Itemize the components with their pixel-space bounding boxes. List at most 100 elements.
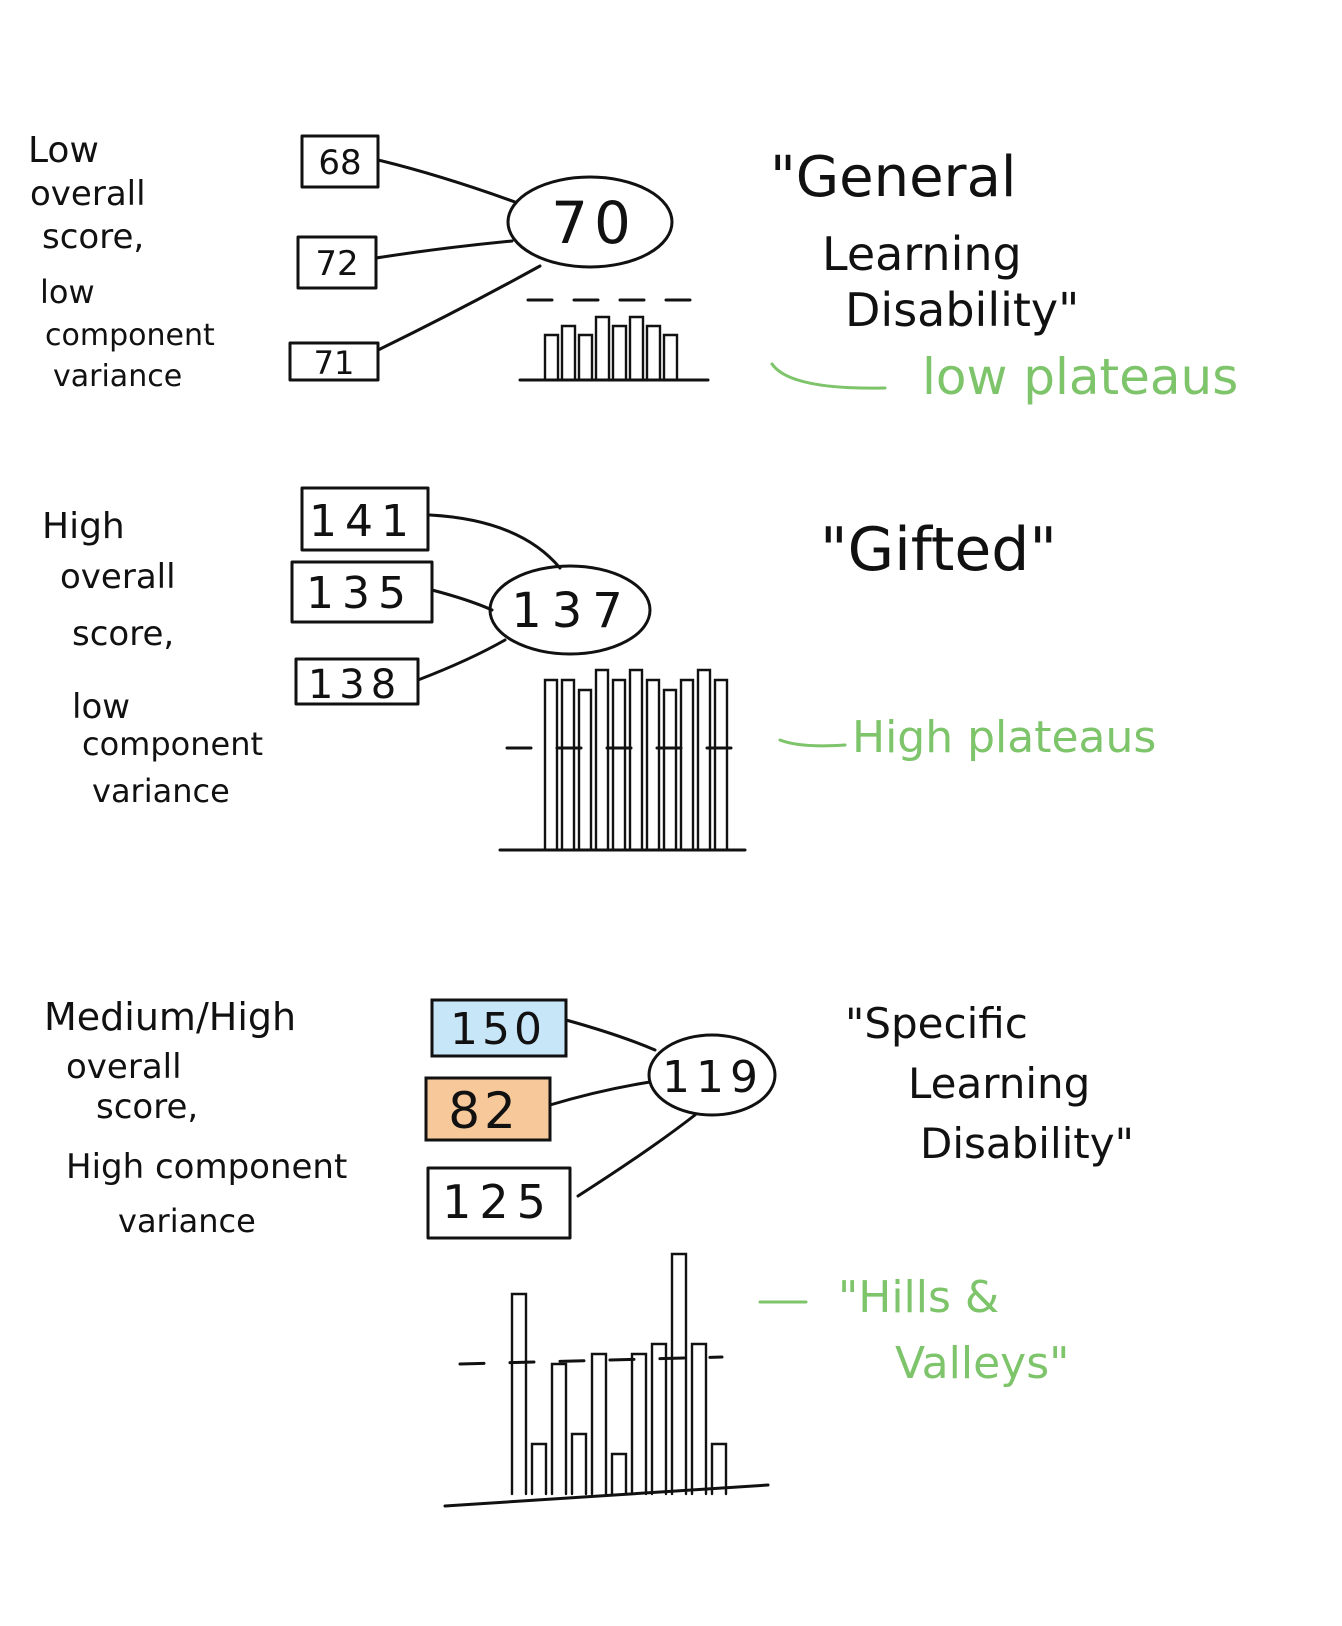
bar: [662, 333, 679, 382]
connectors: [548, 1018, 697, 1198]
pattern-label: low plateaus: [922, 348, 1238, 406]
bar: [550, 1362, 568, 1496]
bar: [543, 678, 559, 852]
pattern-pointer: [778, 738, 847, 748]
label-line: "Gifted": [820, 515, 1057, 585]
pattern-pointer: [770, 362, 887, 390]
overall-score: 119: [662, 1052, 764, 1103]
score-box: [300, 486, 430, 552]
bar: [679, 678, 695, 852]
description-line: overall: [60, 557, 176, 597]
label-line: "Specific: [845, 999, 1028, 1048]
score-value: 72: [315, 244, 358, 284]
description: Medium/High overall score, High componen…: [44, 995, 347, 1240]
score-box: [290, 560, 434, 624]
bar: [570, 1432, 588, 1496]
bar: [577, 333, 594, 382]
score-boxes: 141 135 138: [290, 486, 434, 708]
pattern-label: Valleys": [895, 1338, 1069, 1389]
bar: [628, 315, 645, 382]
overall-score: 137: [511, 583, 633, 639]
bar: [530, 1442, 548, 1496]
bar: [594, 315, 611, 382]
score-box: [294, 657, 420, 706]
score-value: 135: [306, 568, 414, 619]
bar: [696, 668, 712, 852]
bar: [543, 333, 560, 382]
description: Low overall score, low component varianc…: [28, 130, 215, 394]
description-line: overall: [66, 1047, 182, 1087]
bar: [690, 1342, 708, 1496]
connector-line: [564, 1018, 657, 1052]
chart-baseline: [443, 1483, 770, 1508]
label: "Specific Learning Disability": [845, 999, 1134, 1168]
overall-score-ellipse: [647, 1033, 777, 1117]
score-boxes: 150 82 125: [424, 998, 572, 1240]
pattern-label: "Hills &: [838, 1272, 999, 1323]
score-value: 68: [318, 143, 361, 183]
overall-score-ellipse: [506, 175, 674, 269]
score-box-low: [424, 1076, 552, 1142]
score-box: [296, 235, 378, 290]
bar: [560, 678, 576, 852]
bar: [650, 1342, 668, 1496]
score-value: 71: [314, 344, 355, 382]
description-line: low: [40, 273, 95, 311]
bar: [670, 1252, 688, 1496]
section-general-learning-disability: Low overall score, low component varianc…: [28, 130, 1238, 406]
connector-line: [430, 588, 494, 612]
description-line: Medium/High: [44, 995, 296, 1039]
bar: [611, 678, 627, 852]
label-line: Disability": [920, 1119, 1134, 1168]
bar: [662, 688, 678, 852]
connectors: [416, 513, 562, 682]
bar: [713, 678, 729, 852]
label: "General Learning Disability": [770, 145, 1079, 337]
description: High overall score, low component varian…: [42, 506, 263, 810]
label-line: Learning: [908, 1059, 1090, 1108]
description-line: overall: [30, 174, 146, 214]
connector-line: [376, 158, 517, 204]
score-value: 141: [309, 496, 417, 547]
label-line: Learning: [822, 227, 1022, 281]
score-box-high: [430, 998, 568, 1058]
overall-score: 70: [551, 189, 637, 257]
description-line: component: [45, 318, 215, 353]
score-value: 150: [450, 1004, 546, 1055]
section-gifted: High overall score, low component varian…: [42, 486, 1156, 852]
bar: [630, 1352, 648, 1496]
bar-chart: [543, 315, 679, 382]
bar: [645, 324, 662, 382]
description-line: score,: [42, 217, 144, 257]
section-specific-learning-disability: Medium/High overall score, High componen…: [44, 995, 1134, 1508]
pattern-label: High plateaus: [852, 712, 1156, 763]
score-value: 125: [442, 1175, 554, 1229]
connector-line: [416, 638, 507, 682]
bar: [645, 678, 661, 852]
bar: [510, 1292, 528, 1496]
bar: [577, 688, 593, 852]
label-line: "General: [770, 145, 1016, 210]
bar: [610, 1452, 628, 1496]
score-box: [288, 341, 380, 382]
connector-line: [376, 264, 542, 352]
bar: [628, 668, 644, 852]
score-box: [426, 1166, 572, 1240]
bar: [611, 324, 628, 382]
description-line: component: [82, 725, 263, 763]
description-line: Low: [28, 130, 99, 171]
bar: [594, 668, 610, 852]
description-line: High component: [66, 1147, 347, 1187]
bar: [560, 324, 577, 382]
bar-chart: [543, 668, 729, 852]
description-line: variance: [118, 1202, 256, 1240]
connector-line: [428, 513, 562, 570]
overall-score-ellipse: [488, 564, 652, 656]
connector-line: [576, 1113, 697, 1198]
label-line: Disability": [845, 283, 1079, 337]
description-line: score,: [72, 614, 174, 654]
description-line: High: [42, 506, 125, 547]
score-value: 82: [448, 1082, 520, 1140]
score-value: 138: [308, 662, 402, 708]
